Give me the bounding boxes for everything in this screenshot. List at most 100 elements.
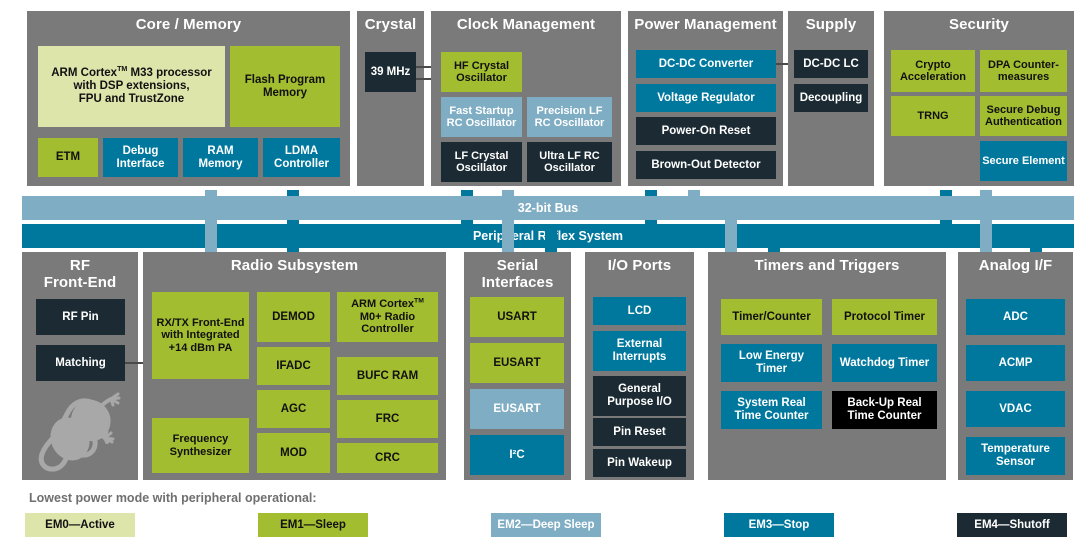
block-precision-lf-rc-oscillator: Precision LF RC Oscillator [527,97,612,137]
block-etm: ETM [38,138,98,177]
block-demod: DEMOD [257,292,330,342]
wire-matching-rxtx [125,362,152,364]
block-usart: USART [470,297,564,337]
block-frequency-synthesizer: Frequency Synthesizer [152,418,249,473]
block-debug-interface: Debug Interface [103,138,178,177]
bus-stub [502,212,514,252]
block-watchdog-timer: Watchdog Timer [832,344,937,382]
cpu-line-2: with DSP extensions, [73,80,190,92]
block-eusart-2: EUSART [470,389,564,429]
block-bufc-ram: BUFC RAM [337,357,438,395]
panel-supply-title: Supply [805,16,857,33]
bus-stub [287,224,299,252]
block-matching: Matching [36,345,125,381]
bus-stub [205,212,217,252]
block-temperature-sensor: Temperature Sensor [966,437,1065,475]
block-dc-dc-converter: DC-DC Converter [636,50,776,78]
legend-chip-em3: EM3—Stop [724,513,834,537]
block-lf-crystal-oscillator: LF Crystal Oscillator [441,142,522,182]
radio-ctrl-line-3: Controller [361,323,414,336]
block-crc: CRC [337,443,438,473]
panel-timers-title: Timers and Triggers [754,257,900,274]
block-secure-debug-authentication: Secure Debug Authentication [980,96,1067,136]
panel-radio-subsystem-title: Radio Subsystem [230,257,359,274]
legend-chip-em1: EM1—Sleep [258,513,368,537]
rxtx-line-2: with Integrated [161,329,240,342]
block-low-energy-timer: Low Energy Timer [721,344,822,382]
block-secure-element: Secure Element [980,141,1067,181]
rf-title-line-1: RF [69,257,91,274]
block-rf-pin: RF Pin [36,299,125,335]
block-acmp: ACMP [966,345,1065,381]
panel-rf-front-end-title: RF Front-End [22,257,138,292]
block-timer-counter: Timer/Counter [721,299,822,335]
block-frc: FRC [337,400,438,438]
rxtx-line-3: +14 dBm PA [168,341,233,354]
rf-title-line-2: Front-End [43,273,117,291]
rxtx-line-1: RX/TX Front-End [156,316,245,329]
block-ultra-lf-rc-oscillator: Ultra LF RC Oscillator [527,142,612,182]
block-trng: TRNG [891,96,975,136]
wire-xtal-hfxo-2 [416,78,441,80]
block-fast-startup-rc-oscillator: Fast Startup RC Oscillator [441,97,522,137]
cpu-line-1: ARM CortexTM M33 processor [51,65,212,80]
block-eusart-1: EUSART [470,343,564,383]
bus-stub [1030,224,1042,252]
bus-stub [980,212,992,252]
block-arm-cortex-m33: ARM CortexTM M33 processor with DSP exte… [38,46,225,127]
block-decoupling: Decoupling [794,84,868,112]
serial-title-line-2: Interfaces [481,273,554,291]
block-voltage-regulator: Voltage Regulator [636,84,776,112]
wire-xtal-hfxo-1 [416,66,441,68]
block-external-interrupts: External Interrupts [593,331,686,371]
panel-clock-management-title: Clock Management [456,16,596,33]
bus-stub [725,212,737,252]
block-general-purpose-io: General Purpose I/O [593,376,686,416]
panel-analog-if-title: Analog I/F [978,257,1053,274]
serial-title-line-1: Serial [496,257,539,274]
wire-dcdc-lc [776,63,794,65]
cpu-line-3: FPU and TrustZone [78,92,185,105]
bus-32-bit: 32-bit Bus [22,196,1074,220]
gecko-logo-icon [38,392,121,472]
block-mod: MOD [257,433,330,473]
panel-crystal-title: Crystal [364,16,417,33]
block-agc: AGC [257,390,330,428]
block-vdac: VDAC [966,391,1065,427]
panel-io-ports-title: I/O Ports [607,257,672,274]
block-pin-wakeup: Pin Wakeup [593,449,686,477]
block-protocol-timer: Protocol Timer [832,299,937,335]
block-flash-program-memory: Flash Program Memory [230,46,340,127]
bus-stub [768,224,780,252]
block-hf-crystal-oscillator: HF Crystal Oscillator [441,52,522,92]
block-back-up-real-time-counter: Back-Up Real Time Counter [832,391,937,429]
panel-serial-interfaces-title: Serial Interfaces [464,257,571,292]
panel-security-title: Security [949,16,1009,33]
block-power-on-reset: Power-On Reset [636,117,776,145]
block-ldma-controller: LDMA Controller [263,138,340,177]
block-39-mhz-crystal: 39 MHz [365,52,416,92]
block-ram-memory: RAM Memory [183,138,258,177]
block-system-real-time-counter: System Real Time Counter [721,391,822,429]
panel-core-memory-title: Core / Memory [135,16,242,33]
block-brown-out-detector: Brown-Out Detector [636,151,776,179]
radio-ctrl-line-2: M0+ Radio [359,310,416,323]
block-ifadc: IFADC [257,347,330,385]
legend-chip-em0: EM0—Active [25,513,135,537]
bus-stub [545,224,557,252]
panel-crystal: Crystal [357,11,424,186]
radio-ctrl-line-1: ARM CortexTM [351,297,424,311]
block-crypto-acceleration: Crypto Acceleration [891,50,975,92]
legend-chip-em4: EM4—Shutoff [957,513,1067,537]
legend-chip-em2: EM2—Deep Sleep [491,513,601,537]
bus-32-bit-label: 32-bit Bus [517,201,579,215]
block-pin-reset: Pin Reset [593,418,686,446]
block-dc-dc-lc: DC-DC LC [794,50,868,78]
legend-caption: Lowest power mode with peripheral operat… [29,491,317,505]
block-lcd: LCD [593,297,686,325]
block-arm-cortex-m0-radio-controller: ARM CortexTM M0+ Radio Controller [337,292,438,342]
block-adc: ADC [966,299,1065,335]
block-rx-tx-front-end: RX/TX Front-End with Integrated +14 dBm … [152,292,249,379]
block-i2c: I²C [470,435,564,475]
